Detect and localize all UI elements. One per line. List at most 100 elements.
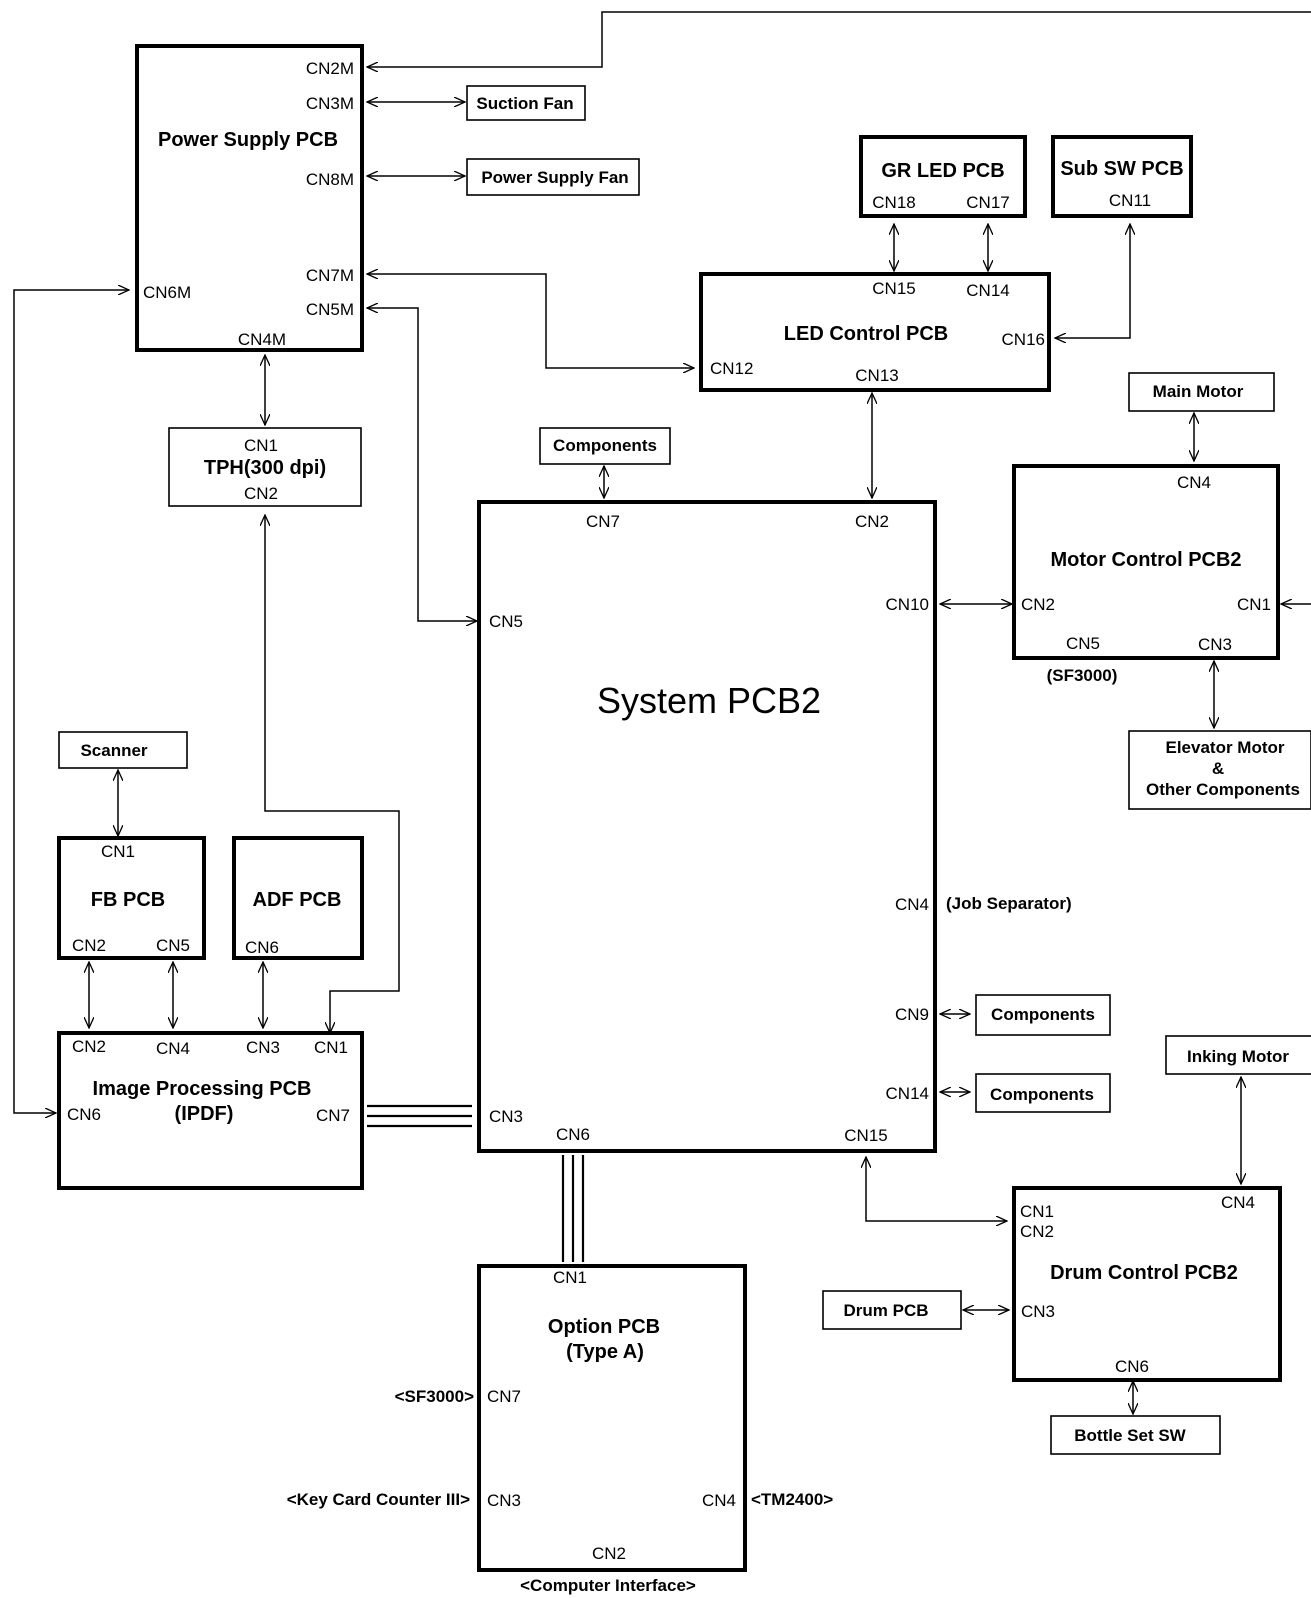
- drum-cn6: CN6: [1115, 1357, 1149, 1376]
- option-computer-interface: <Computer Interface>: [520, 1576, 696, 1595]
- tph-cn1: CN1: [244, 436, 278, 455]
- elevator-line3: Other Components: [1146, 780, 1300, 799]
- option-cn3: CN3: [487, 1491, 521, 1510]
- drum-pcb-label: Drum PCB: [843, 1301, 928, 1320]
- bus-system-option: [561, 1155, 585, 1262]
- system-cn14: CN14: [886, 1084, 929, 1103]
- power-supply-title: Power Supply PCB: [158, 129, 338, 151]
- ipdf-cn2: CN2: [72, 1037, 106, 1056]
- fb-title: FB PCB: [91, 889, 165, 911]
- led-cn15: CN15: [872, 279, 915, 298]
- components-cn9-box: [975, 994, 1111, 1036]
- system-cn5: CN5: [489, 612, 523, 631]
- system-cn10: CN10: [886, 595, 929, 614]
- drum-control-pcb2-box: [1012, 1186, 1282, 1382]
- adf-cn6: CN6: [245, 938, 279, 957]
- wire-cn6m-cn6: [13, 290, 129, 1113]
- main-motor-box: [1128, 372, 1275, 412]
- drum-cn1: CN1: [1020, 1202, 1054, 1221]
- ipdf-cn6: CN6: [67, 1105, 101, 1124]
- option-title-line2: (Type A): [566, 1341, 644, 1363]
- image-processing-pcb-box: [57, 1031, 364, 1190]
- power-cn6m: CN6M: [143, 283, 191, 302]
- drum-control-title: Drum Control PCB2: [1050, 1262, 1238, 1284]
- ipdf-cn4: CN4: [156, 1039, 190, 1058]
- power-cn3m: CN3M: [306, 94, 354, 113]
- elevator-line1: Elevator Motor: [1165, 738, 1284, 757]
- motor-cn1: CN1: [1237, 595, 1271, 614]
- power-supply-fan-box: [466, 158, 640, 196]
- scanner-label: Scanner: [80, 741, 147, 760]
- led-control-title: LED Control PCB: [784, 323, 948, 345]
- inking-motor-box: [1165, 1035, 1311, 1075]
- elevator-motor-box: [1128, 730, 1311, 810]
- option-tm2400: <TM2400>: [751, 1490, 833, 1509]
- system-pcb2-box: [477, 500, 937, 1153]
- suction-fan-label: Suction Fan: [476, 94, 573, 113]
- elevator-line2: &: [1212, 759, 1224, 778]
- ipdf-cn1: CN1: [314, 1038, 348, 1057]
- fb-cn5: CN5: [156, 936, 190, 955]
- motor-cn4: CN4: [1177, 473, 1211, 492]
- power-cn8m: CN8M: [306, 170, 354, 189]
- power-cn5m: CN5M: [306, 300, 354, 319]
- system-cn2: CN2: [855, 512, 889, 531]
- motor-control-title: Motor Control PCB2: [1050, 549, 1241, 571]
- gr-led-title: GR LED PCB: [881, 160, 1004, 182]
- system-cn4: CN4: [895, 895, 929, 914]
- motor-control-pcb2-box: [1012, 464, 1280, 660]
- wires: [13, 11, 1311, 1414]
- tph-title: TPH(300 dpi): [204, 457, 326, 479]
- fb-cn1: CN1: [101, 842, 135, 861]
- adf-title: ADF PCB: [253, 889, 342, 911]
- motor-cn3: CN3: [1198, 635, 1232, 654]
- led-cn14: CN14: [966, 281, 1009, 300]
- fb-pcb-box: [57, 836, 206, 960]
- wire-cn5m-cn5: [367, 308, 477, 621]
- motor-cn5: CN5: [1066, 634, 1100, 653]
- option-cn2: CN2: [592, 1544, 626, 1563]
- led-cn13: CN13: [855, 366, 898, 385]
- adf-pcb-box: [232, 836, 364, 960]
- fb-cn2: CN2: [72, 936, 106, 955]
- option-cn1: CN1: [553, 1268, 587, 1287]
- components-cn14-box: [975, 1073, 1111, 1113]
- bottle-set-sw-box: [1050, 1415, 1221, 1455]
- inking-motor-label: Inking Motor: [1187, 1047, 1289, 1066]
- option-key-card: <Key Card Counter III>: [287, 1490, 470, 1509]
- wire-tph-ipdf: [265, 515, 400, 1033]
- system-cn7: CN7: [586, 512, 620, 531]
- tph-cn2: CN2: [244, 484, 278, 503]
- components-cn9-label: Components: [991, 1005, 1095, 1024]
- tph-box: [168, 427, 362, 507]
- bottle-set-sw-label: Bottle Set SW: [1074, 1426, 1186, 1445]
- led-cn12: CN12: [710, 359, 753, 378]
- power-cn2m: CN2M: [306, 59, 354, 78]
- ipdf-cn3: CN3: [246, 1038, 280, 1057]
- system-cn3: CN3: [489, 1107, 523, 1126]
- system-job-separator: (Job Separator): [946, 894, 1072, 913]
- suction-fan-box: [466, 85, 586, 121]
- system-cn6: CN6: [556, 1125, 590, 1144]
- system-cn15: CN15: [844, 1126, 887, 1145]
- power-cn7m: CN7M: [306, 266, 354, 285]
- option-title-line1: Option PCB: [548, 1316, 660, 1338]
- sub-sw-cn11: CN11: [1109, 191, 1151, 210]
- system-cn9: CN9: [895, 1005, 929, 1024]
- components-top-label: Components: [553, 436, 657, 455]
- ipdf-title-line2: (IPDF): [175, 1103, 234, 1125]
- option-cn7: CN7: [487, 1387, 521, 1406]
- wire-cn7m-cn12: [367, 274, 694, 368]
- gr-led-cn17: CN17: [966, 193, 1009, 212]
- led-control-pcb-box: [699, 272, 1051, 392]
- option-sf3000: <SF3000>: [395, 1387, 474, 1406]
- scanner-box: [58, 731, 188, 769]
- system-title: System PCB2: [597, 680, 821, 721]
- motor-sf3000-note: (SF3000): [1047, 666, 1118, 685]
- sub-sw-pcb-box: [1051, 135, 1193, 218]
- gr-led-pcb-box: [859, 135, 1027, 218]
- components-cn14-label: Components: [990, 1085, 1094, 1104]
- drum-cn4: CN4: [1221, 1193, 1255, 1212]
- ipdf-cn7: CN7: [316, 1106, 350, 1125]
- drum-cn2: CN2: [1020, 1222, 1054, 1241]
